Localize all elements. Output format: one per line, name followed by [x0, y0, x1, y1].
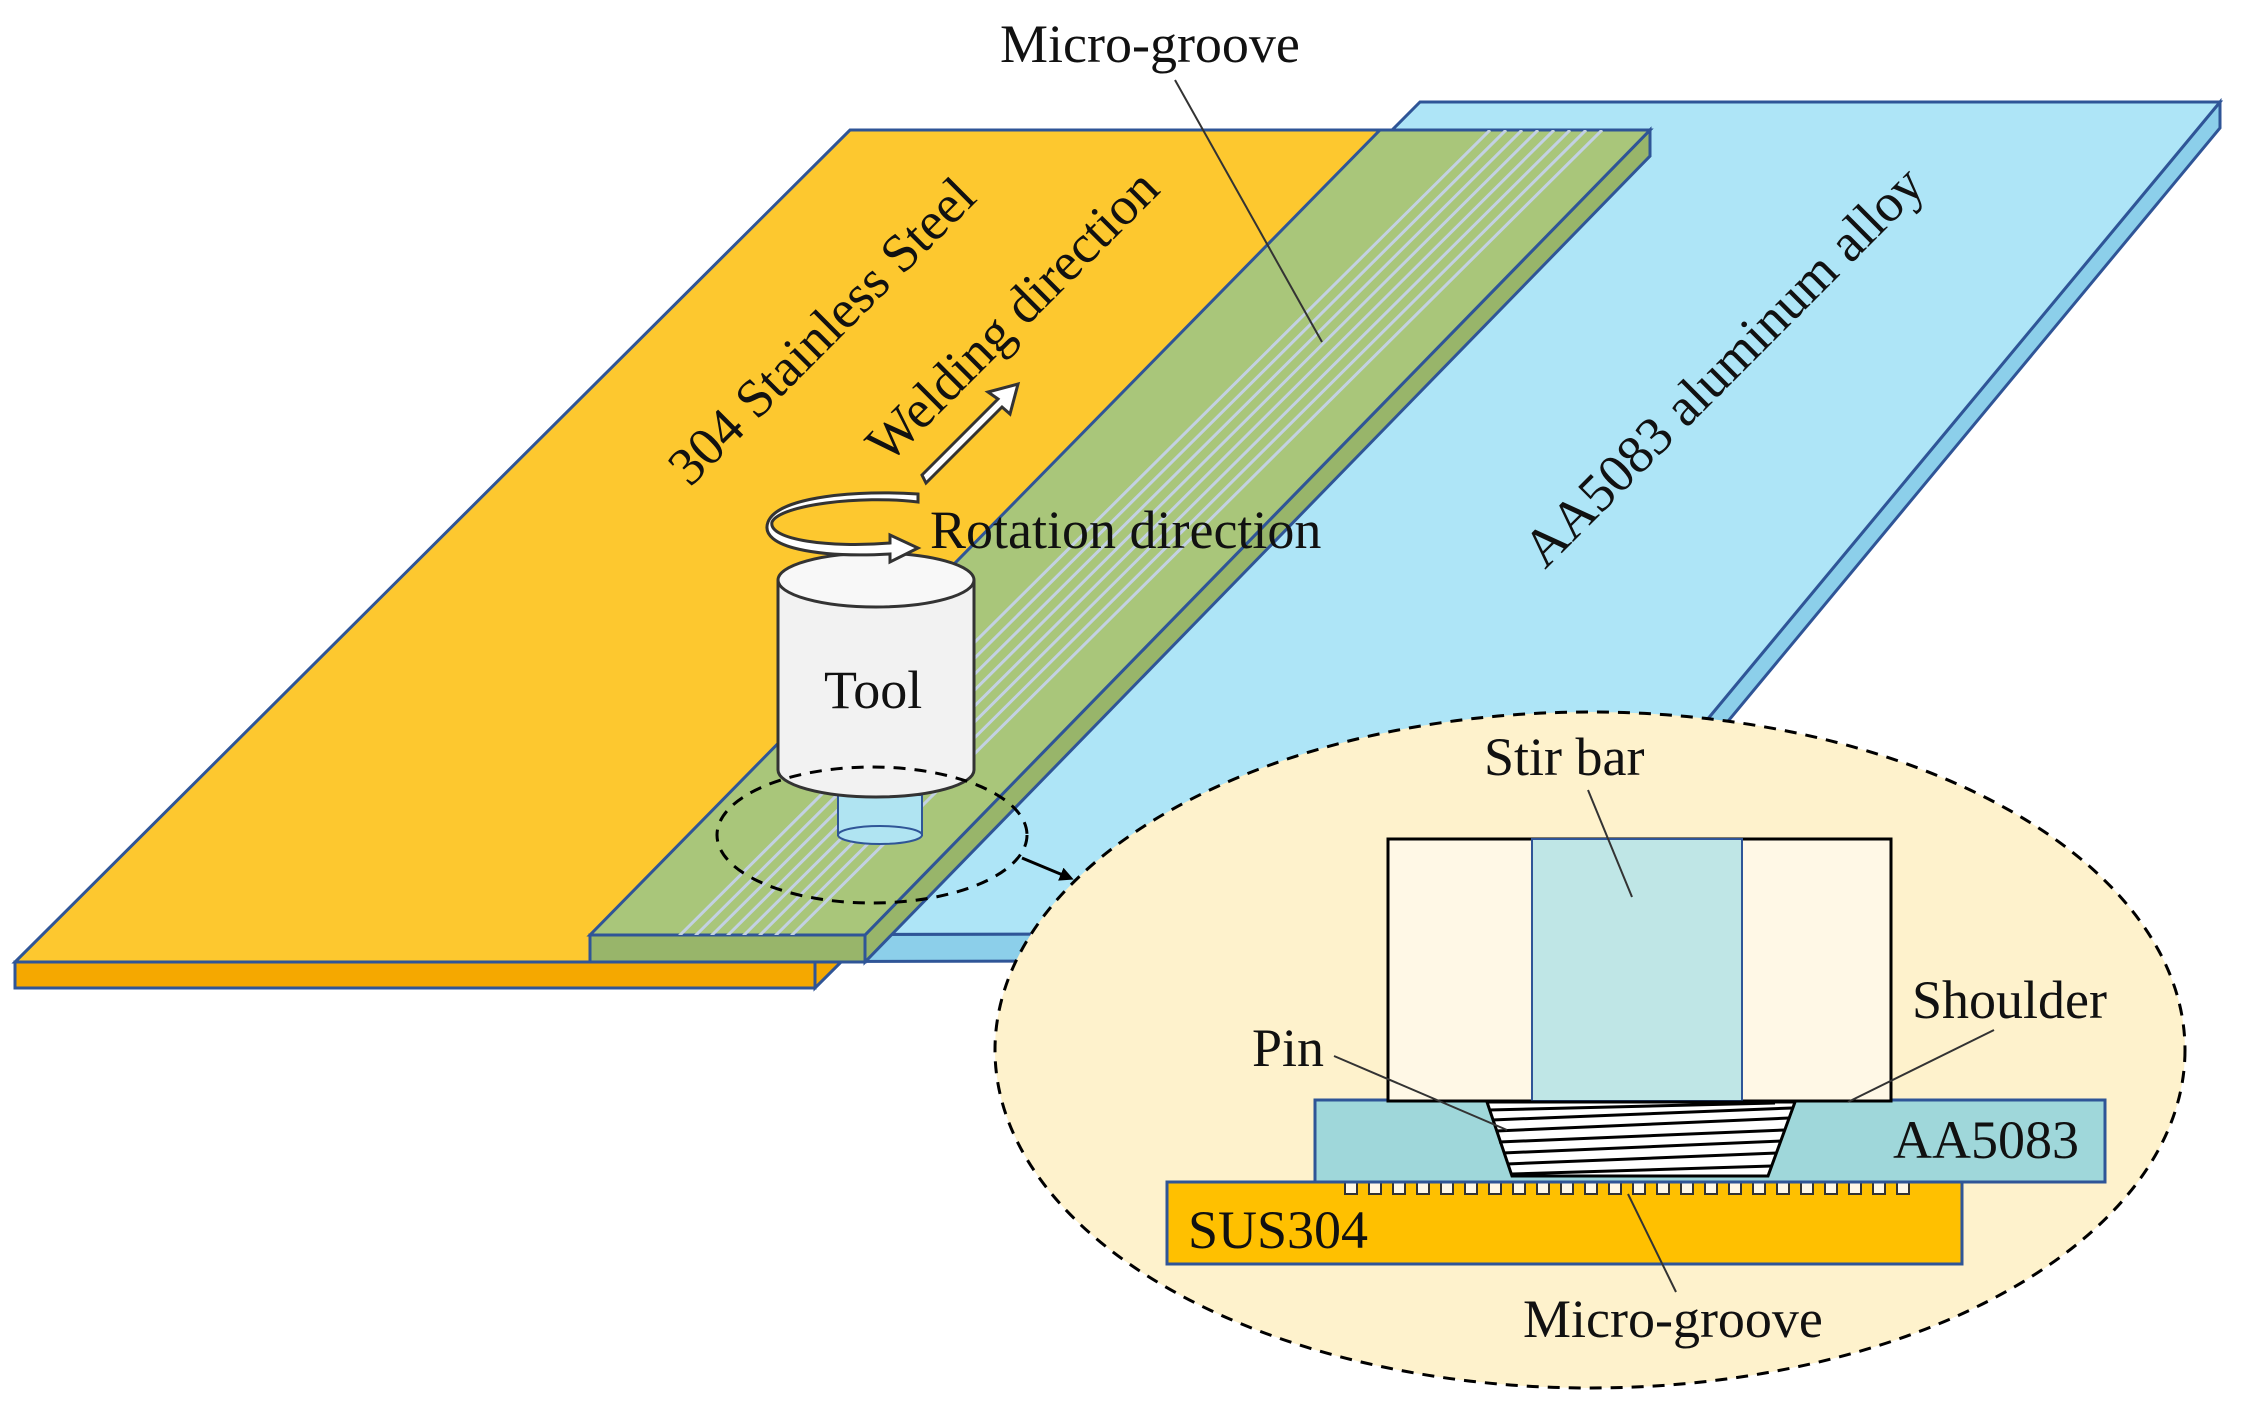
stir-bar-label: Stir bar: [1484, 727, 1644, 787]
detail-sus304-plate: [1165, 1180, 1964, 1266]
stir-bar-leader: [1587, 789, 1633, 898]
micro-groove-line: [674, 130, 1508, 935]
shoulder-leader: [1847, 1029, 1995, 1103]
shoulder-label: Shoulder: [1912, 970, 2107, 1030]
aa5083-label: AA5083: [1893, 1110, 2079, 1170]
overlap-front-side: [588, 933, 867, 964]
micro-groove-leader-top: [1174, 79, 1323, 343]
pin-leader: [1333, 1055, 1508, 1131]
micro-groove-label-bottom: Micro-groove: [1523, 1289, 1823, 1349]
welding-direction-arrow-icon: [920, 381, 1021, 486]
micro-groove-leader-bottom: [1627, 1193, 1677, 1293]
tool-pin-bottom: [837, 825, 923, 845]
steel-plate-front-side: [13, 960, 817, 990]
micro-groove-line: [690, 130, 1524, 935]
tool-label: Tool: [824, 660, 922, 720]
micro-groove-line: [658, 130, 1492, 935]
detail-callout-circle: [715, 765, 1029, 905]
micro-groove-label-top: Micro-groove: [1000, 14, 1300, 74]
pin-label: Pin: [1252, 1018, 1324, 1078]
tool-top: [776, 551, 976, 609]
rotation-arrow-icon: [765, 491, 922, 565]
detail-pin-threads: [1488, 1101, 1793, 1176]
detail-view: [993, 710, 2187, 1390]
sus304-label: SUS304: [1188, 1200, 1368, 1260]
detail-callout-arrow: [1021, 856, 1074, 881]
detail-micro-grooves: [1344, 1181, 1910, 1195]
detail-stir-bar: [1531, 838, 1743, 1102]
rotation-direction-label: Rotation direction: [930, 500, 1321, 560]
